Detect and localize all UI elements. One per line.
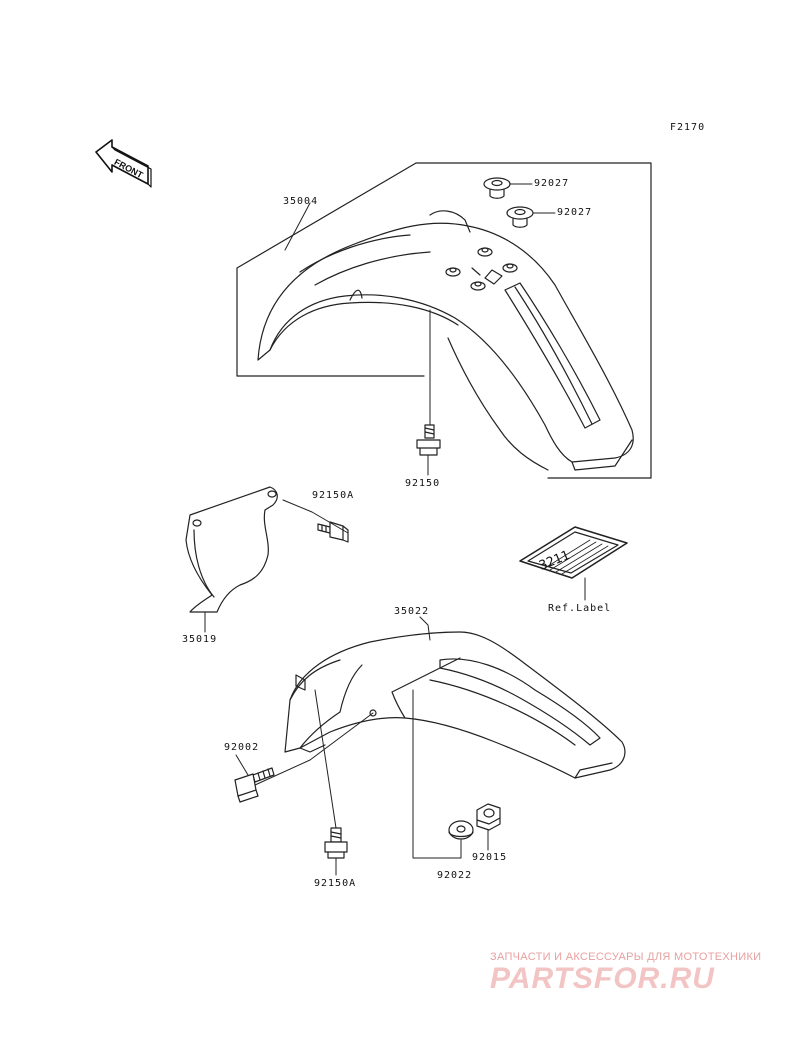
diagram-code: F2170 — [670, 122, 706, 133]
part-label-92002: 92002 — [224, 742, 260, 753]
part-label-92027-top: 92027 — [534, 178, 570, 189]
part-label-92150: 92150 — [405, 478, 441, 489]
front-fender-35004 — [257, 210, 634, 471]
rear-fender-35022 — [284, 631, 626, 779]
grommet-92027-bottom — [506, 206, 534, 228]
washer-92022 — [448, 820, 474, 840]
grommet-92027-top — [483, 177, 511, 199]
bolt-92150A-lower — [324, 827, 348, 859]
front-fender-frame — [236, 162, 652, 479]
watermark-tagline: ЗАПЧАСТИ И АКСЕССУАРЫ ДЛЯ МОТОТЕХНИКИ — [490, 951, 762, 963]
leader-lines — [204, 183, 586, 876]
reference-label-decal: 3211 — [519, 526, 628, 579]
part-label-35019: 35019 — [182, 634, 218, 645]
part-label-35022: 35022 — [394, 606, 430, 617]
bolt-92150A-upper — [317, 521, 349, 543]
front-arrow-icon: FRONT — [95, 139, 152, 188]
part-label-92150A-lower: 92150A — [314, 878, 357, 889]
nut-92015 — [476, 803, 501, 831]
part-label-92027-bottom: 92027 — [557, 207, 593, 218]
ref-label-caption: Ref.Label — [548, 603, 612, 614]
part-label-92015: 92015 — [472, 852, 508, 863]
part-label-92022: 92022 — [437, 870, 473, 881]
fork-guard-35019 — [185, 486, 278, 613]
watermark-logo: PARTSFOR.RU — [490, 962, 715, 995]
bolt-92002 — [234, 767, 275, 803]
part-label-35004: 35004 — [283, 196, 319, 207]
bolt-92150 — [416, 424, 441, 456]
part-label-92150A-upper: 92150A — [312, 490, 355, 501]
